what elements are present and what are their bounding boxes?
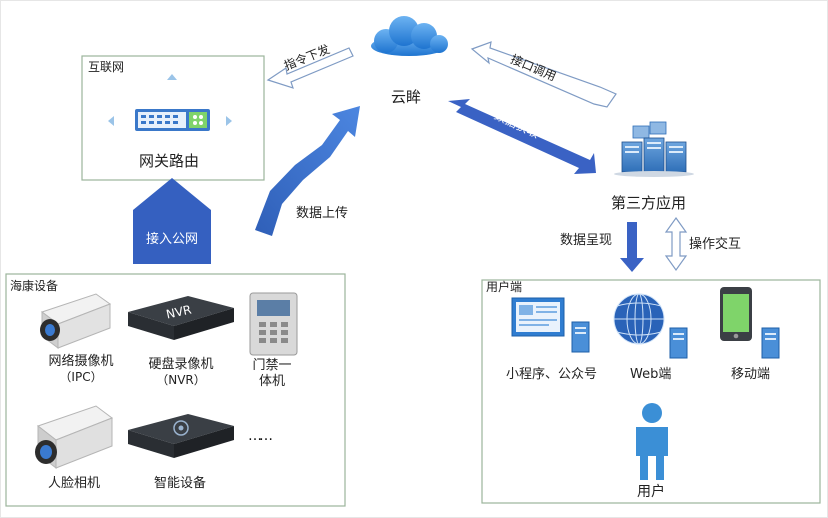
nvr-icon	[128, 296, 234, 340]
door-label-line1: 门禁一	[252, 358, 292, 373]
nvr-label-line2: （NVR）	[156, 372, 206, 387]
more-devices-ellipsis: ……	[248, 428, 273, 444]
ipc-label-line2: （IPC）	[59, 369, 103, 384]
face-camera-label: 人脸相机	[48, 476, 101, 491]
mini-program-label: 小程序、公众号	[506, 367, 598, 382]
server-cluster-icon	[614, 121, 694, 177]
nvr-label: 硬盘录像机 （NVR）	[136, 357, 226, 387]
ipc-camera-icon	[40, 293, 112, 349]
ipc-label: 网络摄像机 （IPC）	[36, 354, 126, 384]
door-label-line2: 体机	[258, 373, 285, 389]
user-label: 用户	[637, 484, 665, 500]
mini-program-icon	[511, 297, 590, 353]
interface-arrow	[470, 41, 617, 108]
data-fetch-arrow	[448, 99, 596, 174]
ipc-label-line1: 网络摄像机	[48, 354, 114, 369]
hik-title: 海康设备	[10, 279, 59, 293]
command-arrow	[266, 47, 354, 89]
right-triangle-icon	[226, 116, 232, 126]
smart-device-icon	[128, 414, 234, 458]
present-label: 数据呈现	[560, 233, 613, 248]
nvr-label-line1: 硬盘录像机	[148, 357, 214, 372]
user-person-icon	[636, 403, 668, 480]
globe-icon	[613, 293, 688, 359]
interact-label: 操作交互	[689, 237, 742, 252]
upload-arrow	[255, 106, 360, 236]
left-triangle-icon	[108, 116, 114, 126]
door-access-icon	[249, 292, 298, 356]
upload-label: 数据上传	[296, 206, 349, 221]
mobile-label: 移动端	[731, 367, 771, 382]
door-label: 门禁一 体机	[244, 358, 300, 389]
public-net-shape	[133, 178, 211, 264]
cloud-label: 云眸	[391, 88, 422, 106]
router-label: 网关路由	[139, 152, 200, 170]
public-net-label: 接入公网	[146, 232, 199, 247]
user-side-title: 用户端	[486, 280, 523, 294]
smart-device-label: 智能设备	[154, 476, 207, 491]
router-icon	[135, 109, 210, 131]
third-party-label: 第三方应用	[611, 194, 687, 212]
interact-arrow	[664, 216, 688, 272]
up-triangle-icon	[167, 74, 177, 80]
internet-title: 互联网	[88, 60, 125, 74]
cloud-icon	[371, 16, 448, 56]
face-camera-icon	[35, 405, 114, 470]
mobile-phone-icon	[720, 287, 780, 359]
web-label: Web端	[630, 367, 672, 382]
present-arrow	[620, 222, 644, 272]
